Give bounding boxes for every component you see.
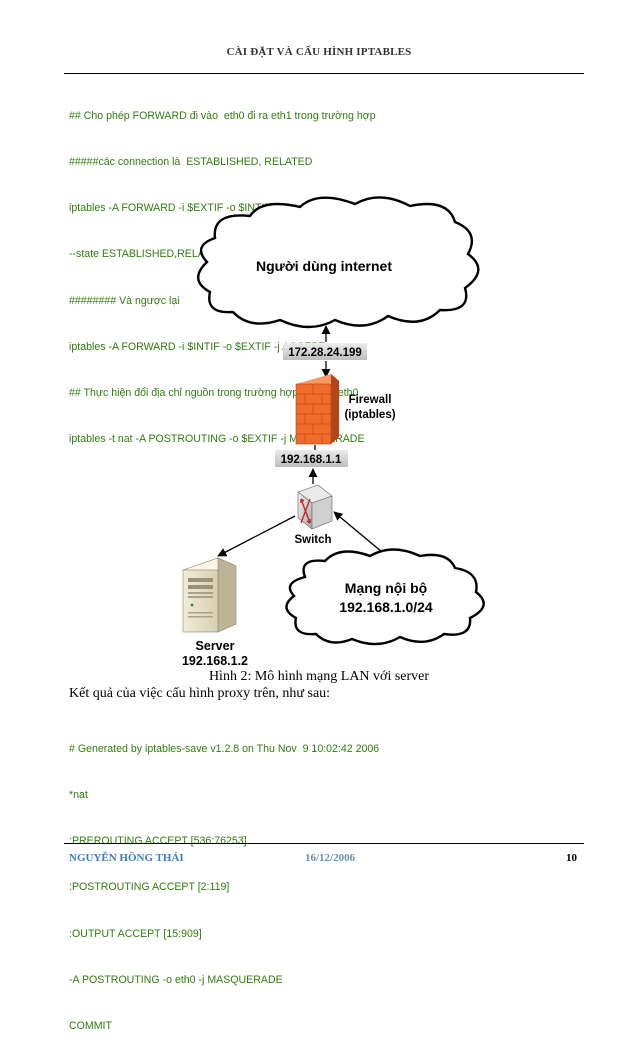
result-text: Kết quả của việc cấu hình proxy trên, nh… — [69, 686, 331, 701]
link-lan-switch — [333, 511, 389, 558]
code-line: #####các connection là ESTABLISHED, RELA… — [69, 156, 313, 169]
code-line: :PREROUTING ACCEPT [536:76253] — [69, 835, 247, 848]
code-line: ## Cho phép FORWARD đi vào eth0 đi ra et… — [69, 109, 376, 122]
firewall-label: Firewall — [349, 394, 392, 406]
footer-rule — [64, 843, 584, 844]
link-switch-server — [217, 515, 296, 557]
server-label: Server — [196, 639, 235, 653]
code-line: :POSTROUTING ACCEPT [2:119] — [69, 881, 230, 894]
code-line: iptables -A FORWARD -i $EXTIF -o $INTIF … — [69, 202, 321, 215]
gateway-ip-label: 192.168.1.1 — [281, 454, 342, 466]
code-line: # Generated by iptables-save v1.2.8 on T… — [69, 742, 380, 755]
code-line: *nat — [69, 789, 88, 802]
public-ip-label: 172.28.24.199 — [288, 347, 362, 359]
server-icon — [182, 557, 237, 633]
lan-subnet-label: 192.168.1.0/24 — [339, 599, 433, 615]
switch-label: Switch — [294, 534, 331, 546]
code-line: COMMIT — [69, 1020, 112, 1033]
code-line: :OUTPUT ACCEPT [15:909] — [69, 927, 202, 940]
page-header: CÀI ĐẶT VÀ CẤU HÌNH IPTABLES — [226, 46, 412, 58]
footer-author: NGUYỄN HỒNG THÁI — [69, 852, 184, 864]
switch-icon — [297, 484, 333, 530]
internet-cloud — [197, 196, 480, 329]
lan-label: Mạng nội bộ — [345, 580, 427, 596]
page-number: 10 — [566, 852, 577, 864]
lan-cloud — [285, 548, 485, 646]
header-rule — [64, 73, 584, 74]
figure-caption: Hình 2: Mô hình mạng LAN với server — [208, 669, 430, 684]
firewall-sublabel: (iptables) — [344, 409, 395, 421]
firewall-icon — [295, 374, 339, 445]
server-ip-label: 192.168.1.2 — [182, 654, 248, 668]
code-block-bottom: # Generated by iptables-save v1.2.8 on T… — [69, 711, 379, 1050]
internet-label: Người dùng internet — [256, 258, 392, 274]
code-line: ######## Và ngược lại — [69, 294, 180, 307]
footer-date: 16/12/2006 — [305, 852, 356, 864]
code-line: -A POSTROUTING -o eth0 -j MASQUERADE — [69, 973, 283, 986]
network-diagram: Người dùng internet 172.28.24.199 Firewa… — [182, 196, 485, 668]
public-ip-box — [283, 343, 367, 360]
gateway-ip-box — [275, 450, 348, 467]
